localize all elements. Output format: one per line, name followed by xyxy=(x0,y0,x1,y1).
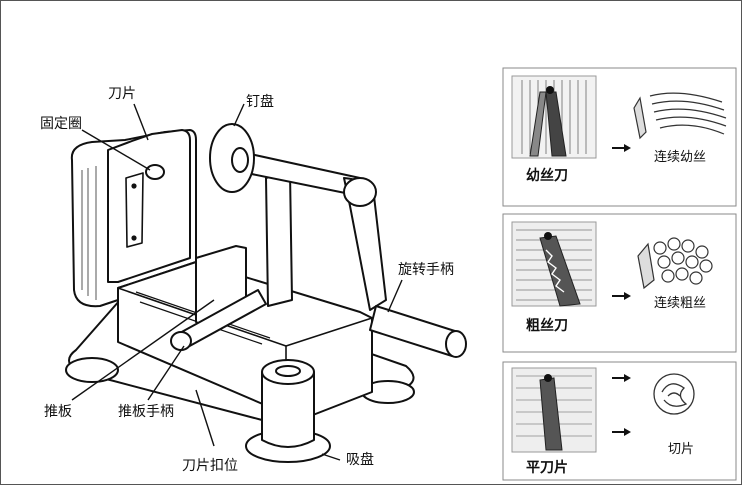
blade-name-flat: 平刀片 xyxy=(526,460,568,476)
label-push-plate: 推板 xyxy=(44,404,72,420)
leader-lines xyxy=(71,103,403,461)
fine-blade-knob xyxy=(546,86,554,94)
panel-flat xyxy=(502,361,737,481)
fixing-ring-knob xyxy=(145,164,165,180)
label-fixing-ring: 固定圈 xyxy=(40,116,82,132)
coarse-arrow-head xyxy=(624,292,631,300)
front-post-hole xyxy=(275,365,301,377)
slot-hole-top xyxy=(131,183,137,189)
rotary-handle-end xyxy=(445,330,467,358)
label-push-plate-handle: 推板手柄 xyxy=(118,404,174,420)
blade-slot xyxy=(125,172,144,248)
flat-blade-knob xyxy=(544,374,552,382)
label-rotary-handle: 旋转手柄 xyxy=(398,262,454,278)
result-coarse: 连续粗丝 xyxy=(654,296,707,311)
push-handle-end xyxy=(170,331,192,351)
coarse-blade-knob xyxy=(544,232,552,240)
result-fine: 连续幼丝 xyxy=(654,150,707,165)
label-suction-cup: 吸盘 xyxy=(346,452,374,468)
leader-spike-plate xyxy=(233,103,245,127)
flat-arrow-1-head xyxy=(624,374,631,382)
flat-slice xyxy=(653,373,695,415)
leader-push-handle xyxy=(147,345,185,401)
spike-plate-hub xyxy=(231,147,249,173)
label-blade: 刀片 xyxy=(108,86,136,102)
fine-strands xyxy=(633,92,727,140)
flat-arrow-2-head xyxy=(624,428,631,436)
panel-coarse xyxy=(502,213,737,353)
fine-blade-bar-2 xyxy=(529,91,547,157)
coarse-strands xyxy=(637,237,713,290)
leader-fixing-ring xyxy=(81,129,151,171)
blade-name-fine: 幼丝刀 xyxy=(526,168,568,184)
blade-name-coarse: 粗丝刀 xyxy=(526,318,568,334)
result-flat: 切片 xyxy=(668,442,695,457)
crank-pillar xyxy=(265,171,293,307)
label-blade-clasp: 刀片扣位 xyxy=(182,458,238,474)
rotary-handle-grip xyxy=(369,305,459,357)
tower-shading xyxy=(81,166,97,300)
crank-hub xyxy=(343,177,377,207)
slot-hole-bottom xyxy=(131,235,137,241)
front-post xyxy=(261,371,315,448)
coarse-blade-teeth xyxy=(545,249,565,293)
label-spike-plate: 钉盘 xyxy=(246,94,274,110)
spiralizer-illustration xyxy=(65,123,467,463)
suction-cup-left xyxy=(65,357,119,383)
leader-push-plate xyxy=(71,299,215,401)
fine-arrow-head xyxy=(624,144,631,152)
leader-rotary-handle xyxy=(387,279,403,313)
panel-fine xyxy=(502,67,737,207)
leader-suction-cup xyxy=(321,453,341,461)
leader-blade xyxy=(133,103,149,141)
leader-blade-clasp xyxy=(195,389,215,447)
